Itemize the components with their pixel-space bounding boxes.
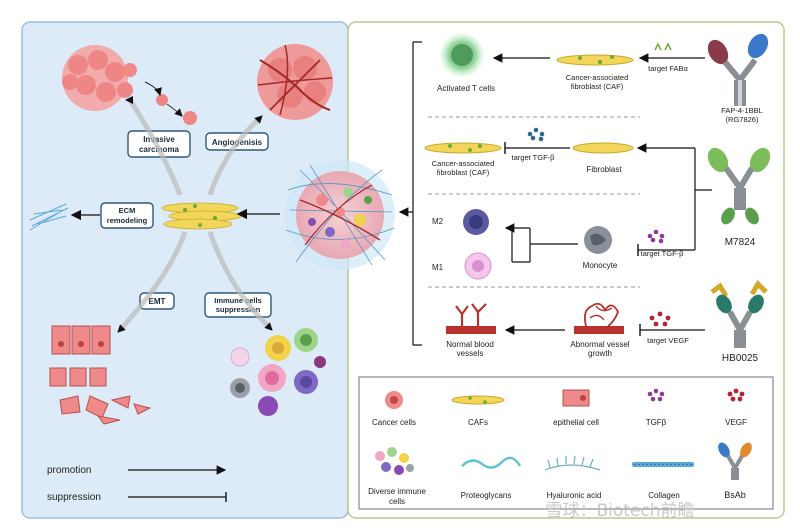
key-caf-icon — [451, 395, 505, 405]
immune-cells-cluster — [230, 328, 326, 416]
key-tgfb-label: TGFβ — [646, 418, 667, 427]
abnormal-vessel-label-line2: growth — [588, 349, 612, 358]
row1-target-label: target FABα — [648, 64, 688, 73]
normal-vessels-label-line2: vessels — [457, 349, 484, 358]
epithelial-cells — [49, 325, 152, 425]
key-cafs-label: CAFs — [468, 418, 488, 427]
monocyte — [584, 226, 612, 254]
ecm-label-box: ECM remodeling — [100, 202, 154, 229]
key-hyaluronic-label: Hyaluronic acid — [547, 491, 602, 500]
left-caf-cluster — [161, 202, 242, 230]
immune-label-line2: suppression — [216, 305, 261, 314]
ecm-label-line2: remodeling — [107, 216, 148, 225]
key-immune-cells-icon — [375, 447, 414, 475]
key-vegf-icon — [727, 388, 745, 402]
key-cancer-label: Cancer cells — [372, 418, 416, 427]
row1-caf — [556, 54, 634, 66]
monocyte-label: Monocyte — [583, 261, 618, 270]
drug1-label-line2: (RG7826) — [726, 115, 759, 124]
m7824-antibody — [707, 147, 771, 225]
invasive-carcinoma-cluster — [62, 45, 197, 125]
fap-4-1bbl-antibody — [707, 33, 769, 106]
key-tgfb-icon — [647, 388, 665, 402]
tgfb-molecules-row3 — [647, 229, 665, 244]
fibroblast — [572, 142, 634, 154]
key-collagen-icon — [632, 462, 694, 467]
drug1-label-line1: FAP-4-1BBL — [721, 106, 763, 115]
row2-caf-label-line2: fibroblast (CAF) — [437, 168, 490, 177]
row2-caf-label-line1: Cancer-associated — [432, 159, 495, 168]
tumor-microenvironment-sphere — [285, 160, 395, 270]
fab-alpha-ligand — [654, 42, 672, 51]
key-hyaluronic-icon — [544, 455, 601, 471]
activated-t-cells-label: Activated T cells — [437, 84, 495, 93]
row4-target-label: target VEGF — [647, 336, 689, 345]
normal-vessels-label-line1: Normal blood — [446, 340, 494, 349]
key-immune-label-line1: Diverse immune — [368, 487, 426, 496]
ecm-label-line1: ECM — [119, 206, 136, 215]
key-vegf-label: VEGF — [725, 418, 747, 427]
key-cancer-cells-icon — [385, 391, 403, 409]
angiogenesis-tumor — [257, 44, 333, 120]
normal-blood-vessels — [446, 303, 496, 334]
row2-caf — [424, 142, 502, 154]
key-bsab-label: BsAb — [724, 490, 746, 500]
key-epithelial-icon — [562, 389, 590, 407]
key-immune-label-line2: cells — [389, 497, 405, 506]
activated-t-cell — [440, 33, 484, 77]
row1-caf-label-line1: Cancer-associated — [566, 73, 629, 82]
key-bsab-icon — [718, 442, 752, 480]
m2-label: M2 — [432, 217, 444, 226]
key-epithelial-label: epithelial cell — [553, 418, 599, 427]
ecm-fibers — [29, 203, 69, 231]
abnormal-vessel-label-line1: Abnormal vessel — [570, 340, 629, 349]
row3-target-label: target TGF-β — [641, 249, 685, 258]
m2-macrophage — [463, 209, 489, 235]
legend-suppression-label: suppression — [47, 492, 101, 503]
fibroblast-label: Fibroblast — [586, 165, 622, 174]
key-collagen-label: Collagen — [648, 491, 680, 500]
hb0025-antibody — [710, 279, 768, 348]
row1-caf-label-line2: fibroblast (CAF) — [571, 82, 624, 91]
abnormal-vessel-growth — [574, 302, 624, 334]
vegf-molecules — [649, 311, 671, 327]
watermark: 雪球：Biotech前瞻 — [545, 501, 694, 521]
tgfb-molecules-row2 — [527, 127, 545, 142]
row2-target-label: target TGF-β — [512, 153, 556, 162]
immune-label-line1: Immune cells — [214, 296, 262, 305]
m1-macrophage — [464, 252, 492, 280]
m7824-label: M7824 — [725, 237, 756, 248]
legend-promotion-label: promotion — [47, 465, 91, 476]
emt-label: EMT — [149, 297, 166, 306]
hb0025-label: HB0025 — [722, 353, 759, 364]
m1-label: M1 — [432, 263, 444, 272]
key-proteoglycans-label: Proteoglycans — [461, 491, 512, 500]
invasive-label-line1: Invasive — [143, 135, 175, 144]
key-proteoglycans-icon — [461, 456, 522, 469]
immune-suppression-label-box: Immune cells suppression — [204, 292, 272, 318]
